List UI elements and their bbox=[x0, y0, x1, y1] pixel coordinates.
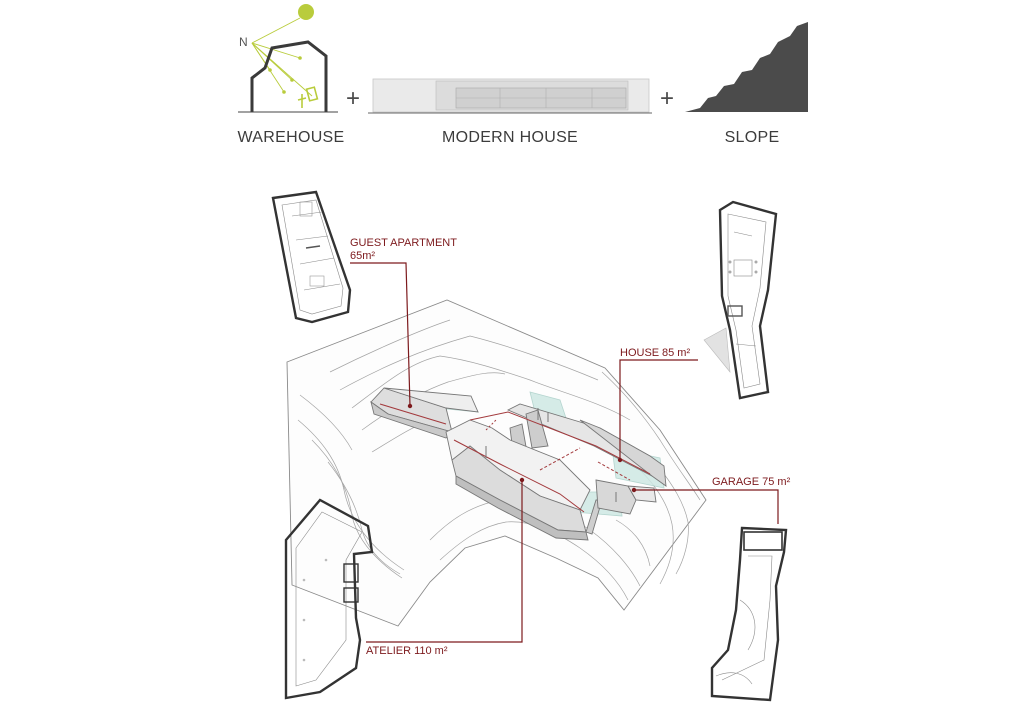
building-axonometric bbox=[370, 387, 667, 541]
atelier-leader bbox=[366, 480, 523, 643]
building-red-edges bbox=[379, 403, 651, 513]
guest-apartment-area: 65m² bbox=[350, 250, 375, 262]
warehouse-section-icon bbox=[250, 40, 328, 112]
north-mark: N bbox=[239, 35, 248, 49]
garage-leader bbox=[634, 489, 779, 524]
warehouse-label: WAREHOUSE bbox=[237, 129, 344, 146]
garage-callout: GARAGE 75 m² bbox=[631, 476, 791, 524]
guest-apartment-name: GUEST APARTMENT bbox=[350, 237, 457, 249]
slope-concept: SLOPE bbox=[685, 22, 808, 146]
modern-house-mullions bbox=[456, 88, 626, 108]
atelier-volume bbox=[445, 419, 603, 541]
person-figure-icon bbox=[297, 86, 319, 108]
sun-dots bbox=[268, 56, 302, 94]
modern-house-label: MODERN HOUSE bbox=[442, 129, 578, 146]
slope-label: SLOPE bbox=[725, 129, 780, 146]
house-leader bbox=[619, 359, 698, 460]
house-plan bbox=[703, 200, 778, 400]
house-area: 85 m² bbox=[662, 347, 690, 359]
garage-label: GARAGE 75 m² bbox=[712, 476, 791, 488]
sun-icon bbox=[298, 4, 314, 20]
guest-apartment-leader bbox=[350, 262, 411, 407]
guest-apartment-plan bbox=[271, 190, 352, 324]
atelier-callout: ATELIER 110 m² bbox=[366, 477, 525, 657]
modern-house-concept: MODERN HOUSE bbox=[368, 78, 652, 146]
warehouse-concept: N WAREHOUSE bbox=[237, 4, 344, 146]
slope-icon bbox=[685, 22, 808, 112]
atelier-label: ATELIER 110 m² bbox=[366, 645, 448, 657]
plus-sign-2: + bbox=[660, 85, 674, 112]
house-callout: HOUSE 85 m² bbox=[617, 347, 698, 463]
plus-sign-1: + bbox=[346, 85, 360, 112]
garage-plan bbox=[710, 526, 788, 702]
sun-rays bbox=[251, 17, 313, 97]
guest-apartment-callout: GUEST APARTMENT 65m² bbox=[350, 237, 457, 409]
atelier-plan bbox=[284, 498, 374, 700]
people-figures bbox=[485, 408, 617, 502]
house-name: HOUSE bbox=[620, 347, 659, 359]
